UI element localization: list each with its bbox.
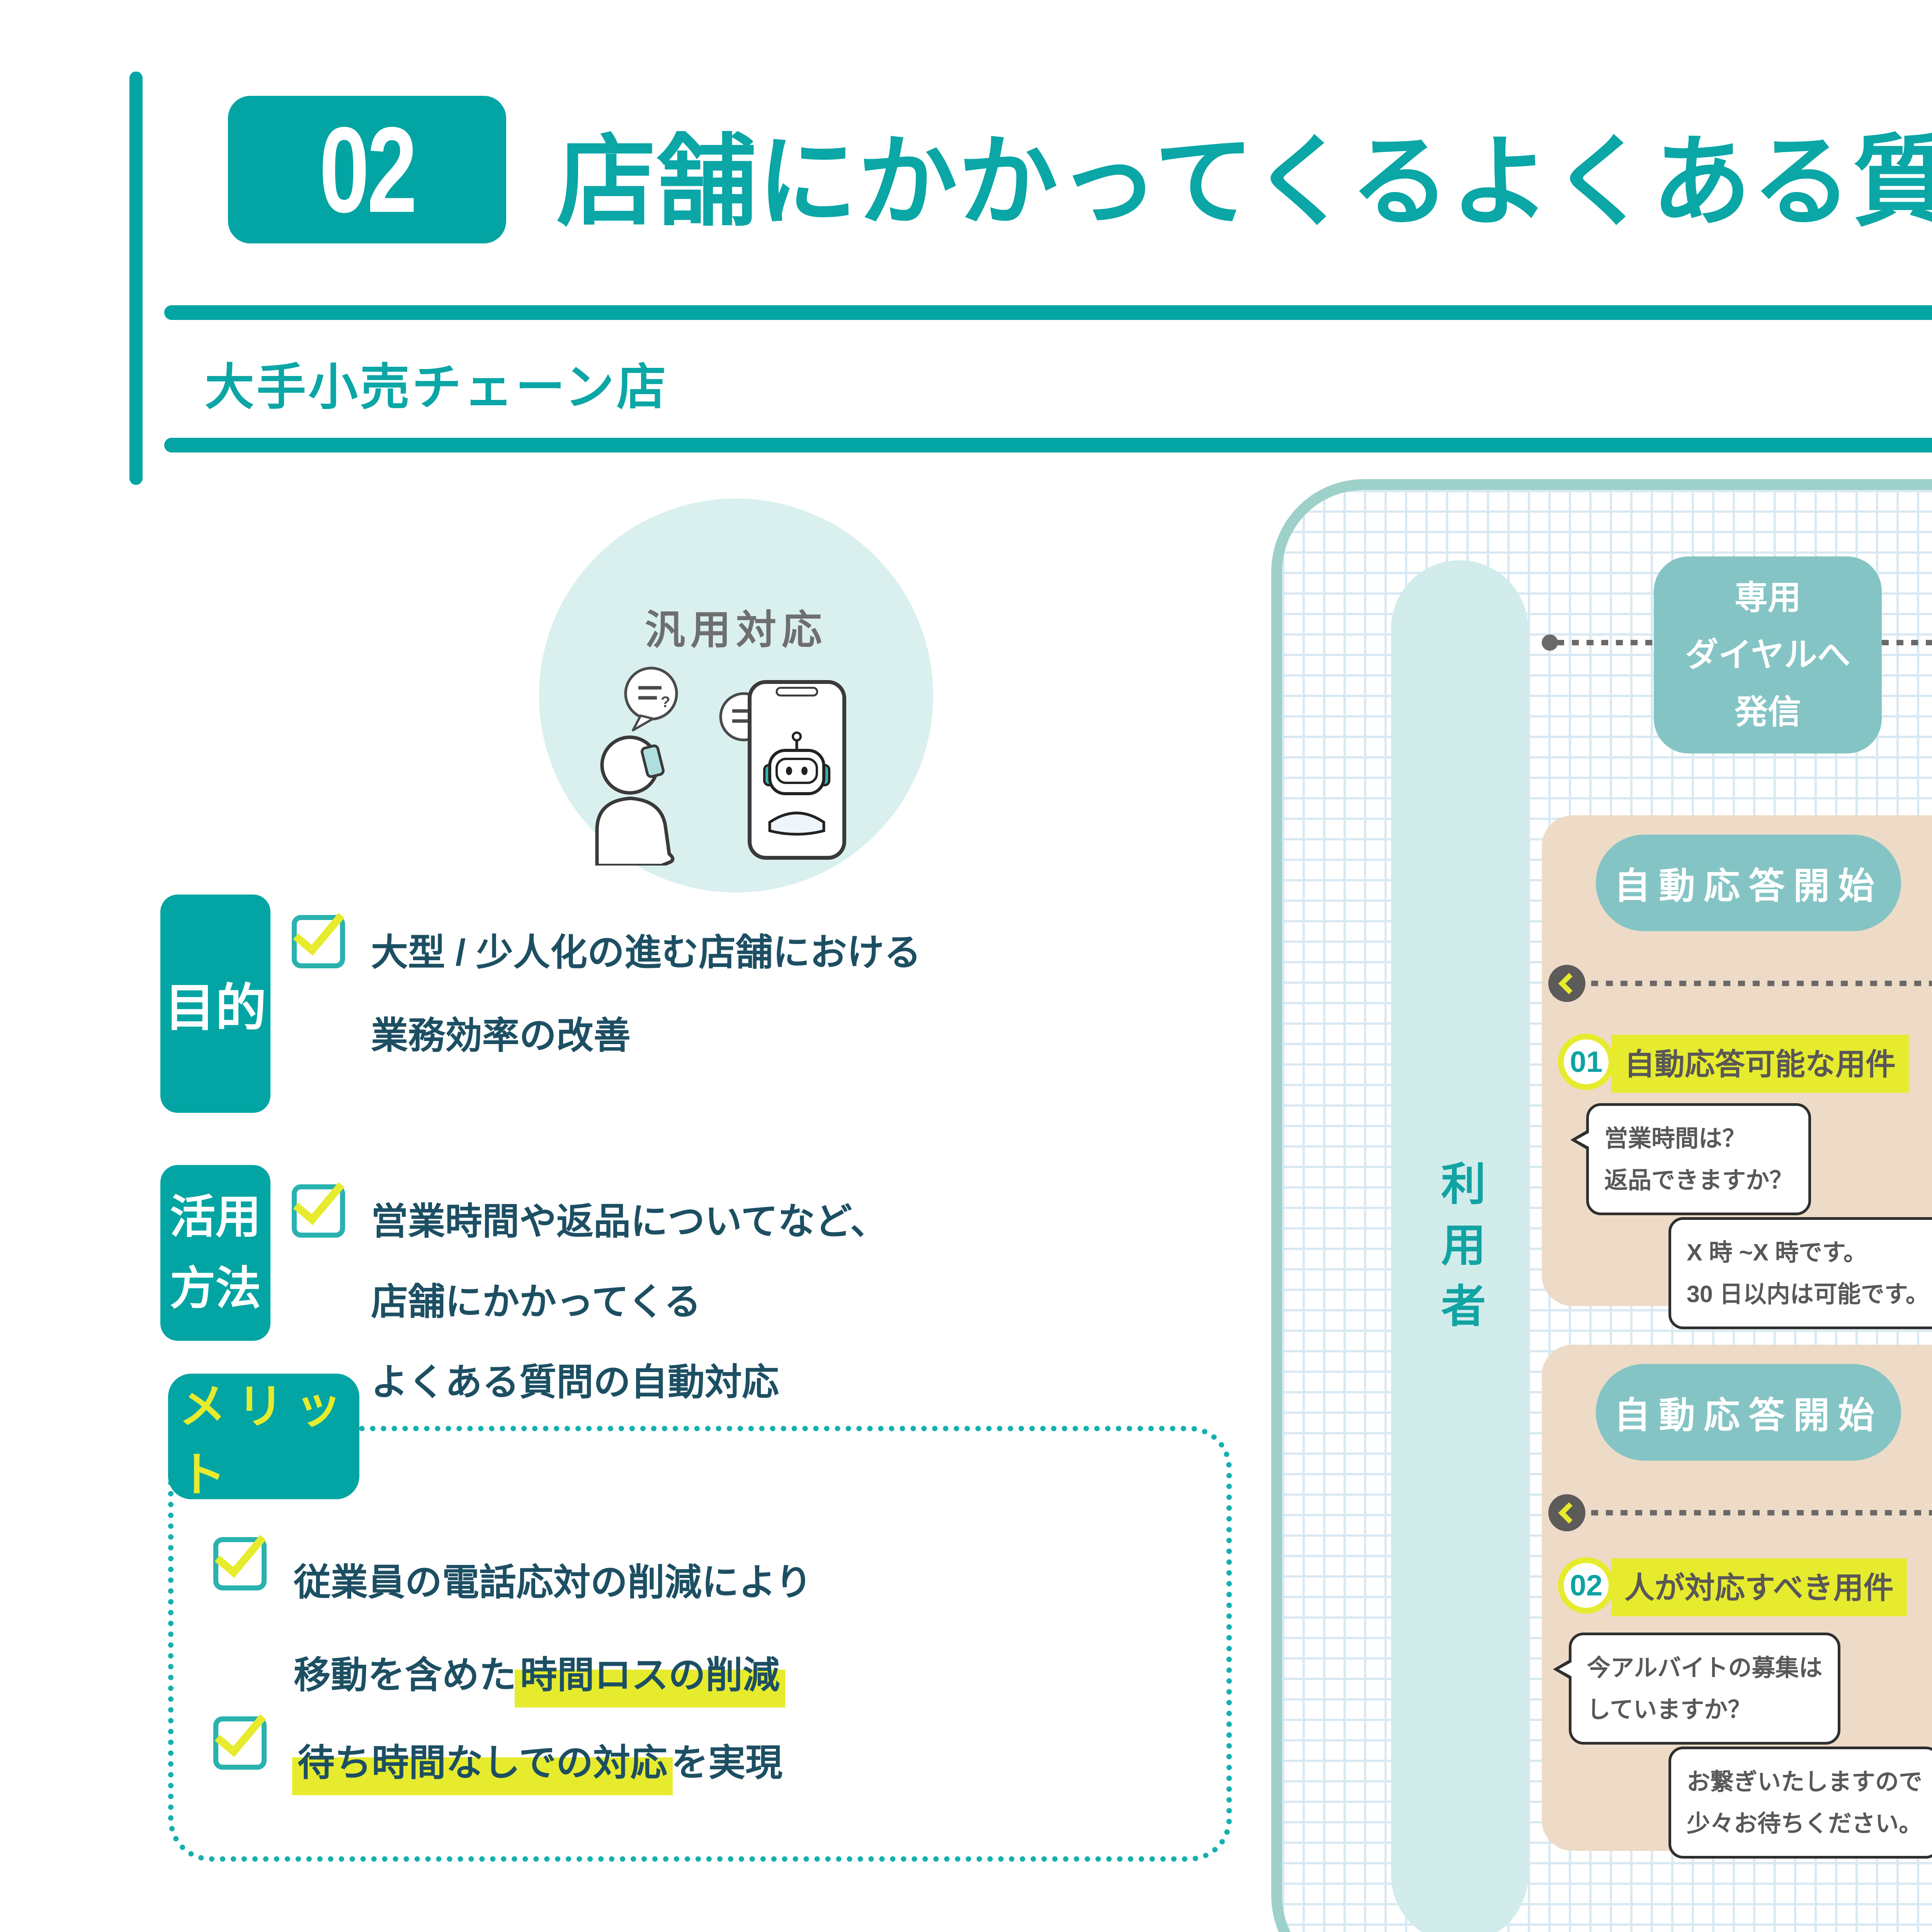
checkbox-icon (292, 1184, 345, 1238)
step-label: 人が対応すべき用件 (1611, 1558, 1907, 1616)
robot-on-screen-icon (763, 731, 830, 836)
section-number: 02 (319, 101, 417, 238)
purpose-line: 大型 / 少人化の進む店舗における (371, 932, 922, 973)
usage-line: 営業時間や返品についてなど、 (371, 1201, 888, 1242)
bubble-line: していますか？ (1587, 1696, 1752, 1723)
chevron-left-icon (1548, 1494, 1585, 1531)
person-icon (595, 735, 675, 866)
flow-header-label: 自動応答開始 (1614, 866, 1883, 906)
divider-bottom (164, 438, 1932, 452)
bubble-line: 今アルバイトの募集は (1587, 1655, 1823, 1681)
checkbox-icon (292, 915, 345, 968)
dial-line: ダイヤルへ (1685, 636, 1850, 673)
merit-plain-text: を実現 (671, 1742, 783, 1784)
left-accent-bar (129, 71, 143, 485)
purpose-label-box: 目的 (160, 895, 270, 1113)
dial-call-box: 専用 ダイヤルへ 発信 (1654, 556, 1882, 753)
dial-line: 発信 (1735, 694, 1801, 731)
usage-label-box: 活用 方法 (160, 1165, 270, 1341)
question-speech-bubble-icon: ? (624, 667, 678, 731)
bubble-line: お繋ぎいたしますので (1687, 1769, 1923, 1795)
arrow-start-dot (1542, 634, 1558, 651)
bot-speech-bubble: X 時 ~X 時です。 30 日以内は可能です。 (1668, 1217, 1932, 1329)
chevron-left-icon (1548, 965, 1585, 1002)
merit-highlight-text: 時間ロスの削減 (516, 1655, 784, 1696)
svg-text:?: ? (661, 694, 670, 711)
flow-diagram: 利用者 店舗 専用 ダイヤルへ 発信 自動応答開始 01 自動応答可能な用件 営 (1271, 479, 1932, 1932)
flow-1-header: 自動応答開始 (1596, 835, 1901, 931)
person-calling-robot-illustration: ? (595, 667, 846, 866)
user-speech-bubble: 今アルバイトの募集は していますか？ (1553, 1633, 1841, 1745)
step-label: 自動応答可能な用件 (1611, 1035, 1909, 1093)
dotted-line (1591, 1510, 1932, 1515)
bubble-line: X 時 ~X 時です。 (1687, 1239, 1867, 1265)
step-number-badge: 02 (1558, 1557, 1614, 1614)
dial-line: 専用 (1735, 579, 1801, 616)
usage-line: 店舗にかかってくる (371, 1281, 701, 1323)
merit-item-1-line-1: 従業員の電話応対の削減により (294, 1562, 813, 1603)
step-number-badge: 01 (1558, 1034, 1614, 1090)
divider-top (164, 305, 1932, 320)
purpose-label: 目的 (164, 980, 267, 1036)
purpose-text: 大型 / 少人化の進む店舗における 業務効率の改善 (371, 911, 921, 1077)
case-subtitle: 大手小売チェーン店 (205, 360, 668, 415)
usage-label-line: 活用 (170, 1191, 261, 1243)
user-speech-bubble: 営業時間は？ 返品できますか？ (1570, 1103, 1811, 1215)
flow-header-label: 自動応答開始 (1614, 1395, 1883, 1435)
dotted-line (1591, 981, 1932, 986)
dotted-line (1882, 640, 1932, 645)
bubble-line: 返品できますか？ (1604, 1167, 1793, 1193)
lane-user-label: 利用者 (1434, 1160, 1485, 1344)
merit-label-box: メリット (168, 1374, 359, 1501)
step-number: 02 (1570, 1569, 1603, 1602)
purpose-line: 業務効率の改善 (371, 1015, 631, 1056)
merit-item-1-line-2: 移動を含めた時間ロスの削減 (294, 1634, 784, 1717)
merit-label: メリット (179, 1380, 353, 1501)
merit-outline-box (168, 1426, 1232, 1862)
checkbox-icon (213, 1716, 267, 1770)
usage-text: 営業時間や返品についてなど、 店舗にかかってくる よくある質問の自動対応 (371, 1182, 887, 1423)
checkbox-icon (213, 1537, 267, 1590)
bubble-line: 少々お待ちください。 (1687, 1810, 1923, 1837)
handset-phone-icon (641, 744, 665, 778)
bubble-line: 営業時間は？ (1604, 1125, 1746, 1151)
usage-label-line: 方法 (170, 1263, 261, 1314)
section-number-badge: 02 (228, 96, 506, 243)
merit-highlight-text: 待ち時間なしでの対応 (294, 1742, 671, 1784)
generic-support-label: 汎用対応 (645, 608, 827, 653)
merit-plain-text: 移動を含めた (294, 1655, 516, 1696)
step-number: 01 (1570, 1045, 1603, 1078)
dotted-line (1557, 640, 1654, 645)
lane-user: 利用者 (1391, 560, 1528, 1932)
flow-2-header: 自動応答開始 (1596, 1364, 1901, 1461)
merit-item-2: 待ち時間なしでの対応を実現 (294, 1721, 782, 1804)
usage-line: よくある質問の自動対応 (371, 1362, 779, 1403)
bot-speech-bubble: お繋ぎいたしますので 少々お待ちください。 (1668, 1747, 1932, 1859)
bubble-line: 30 日以内は可能です。 (1687, 1281, 1929, 1307)
